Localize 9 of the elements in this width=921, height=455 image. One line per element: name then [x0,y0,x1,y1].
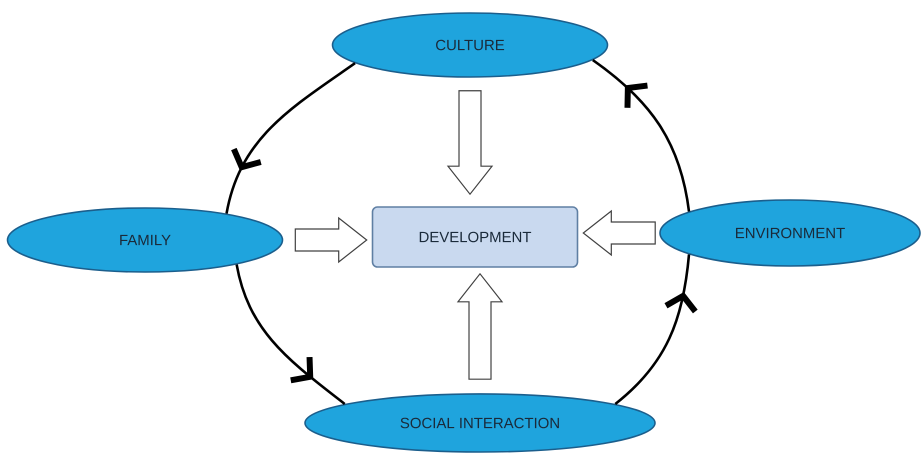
ellipse-node: FAMILY [6,207,284,273]
block-arrow [456,272,504,380]
block-arrow [582,210,656,256]
ellipse-node: SOCIAL INTERACTION [304,393,656,453]
ellipse-node: CULTURE [332,12,608,78]
block-arrow [446,90,494,196]
block-arrow [294,216,368,264]
process-box: DEVELOPMENT [372,206,578,268]
ellipse-node: ENVIRONMENT [659,199,921,267]
